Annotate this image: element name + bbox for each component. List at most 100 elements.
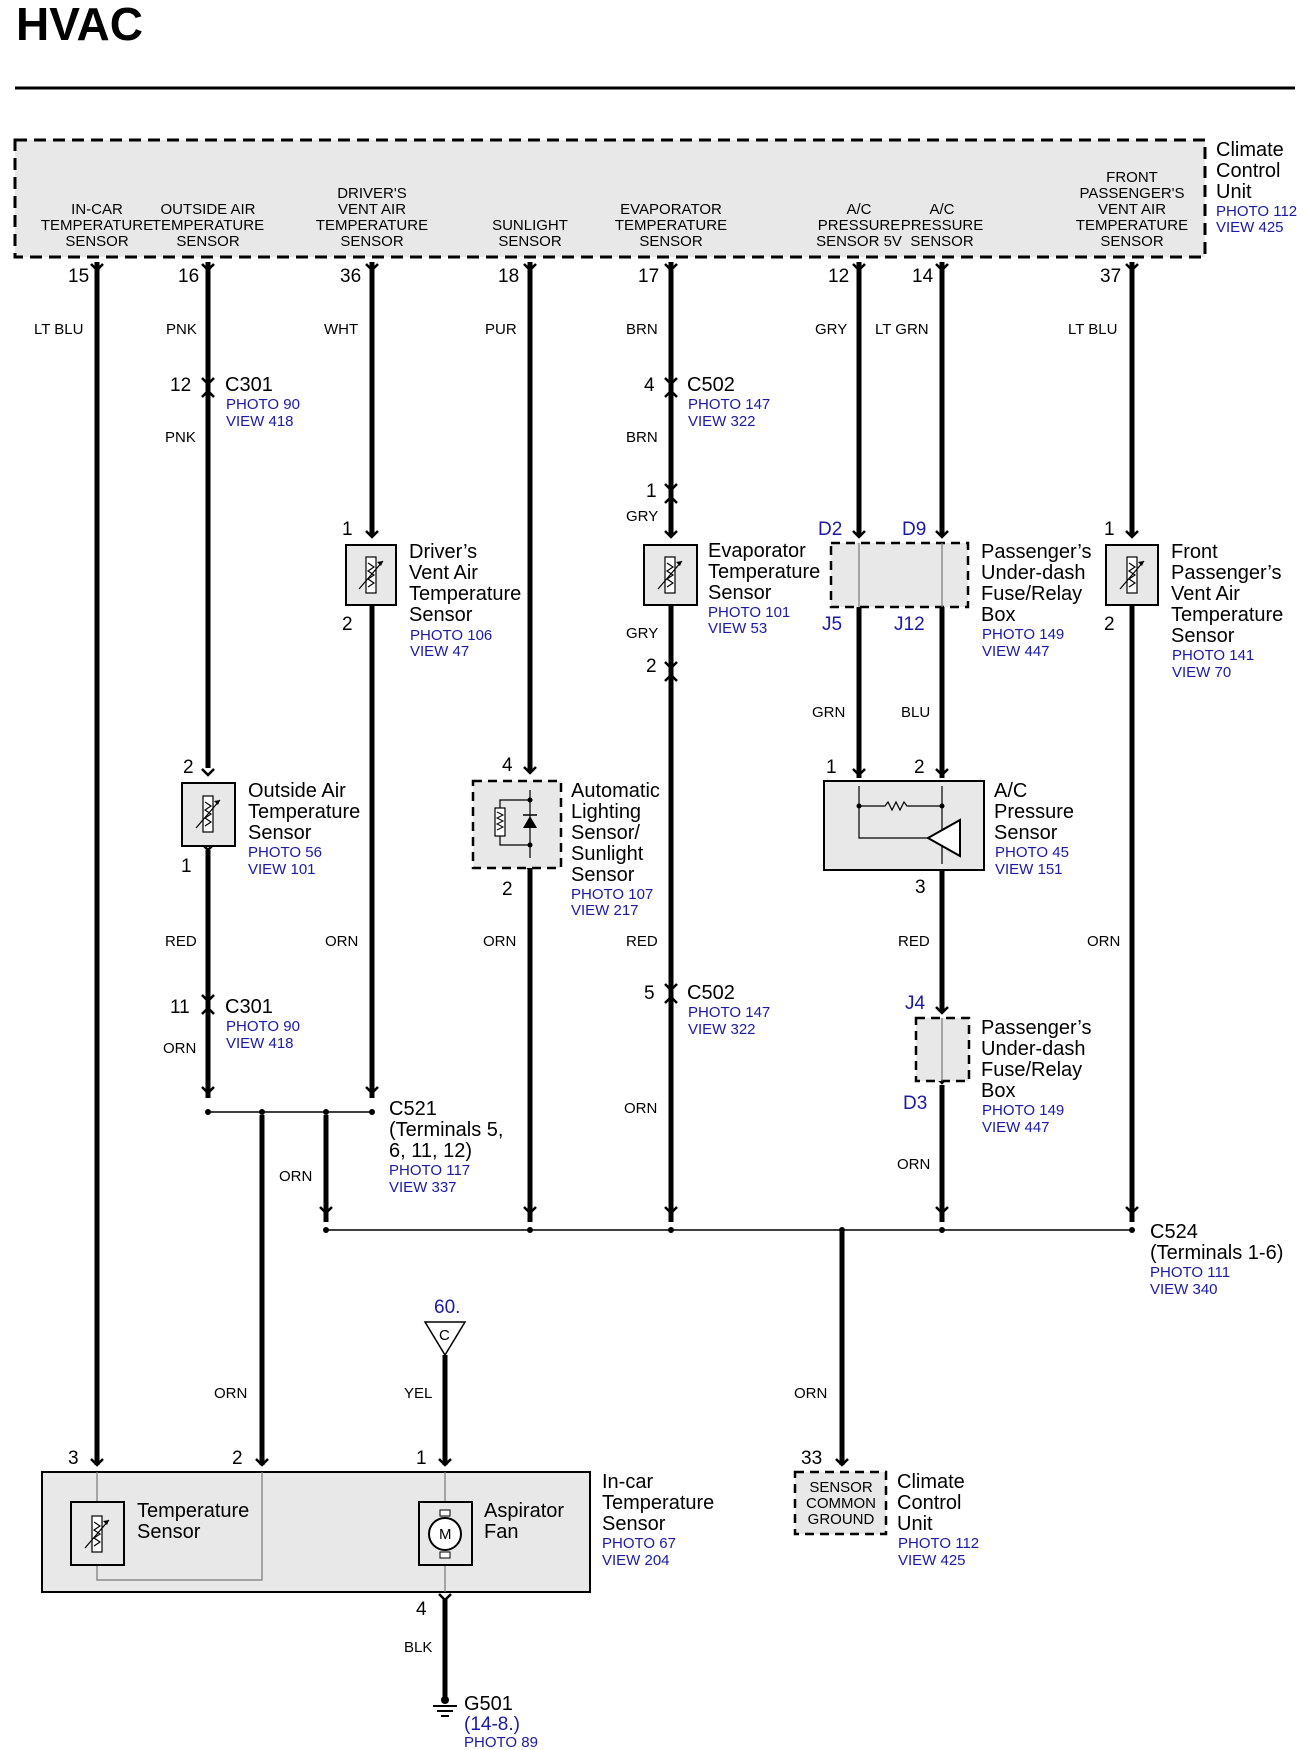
ac-pressure-view: VIEW 151 — [995, 861, 1063, 878]
evaporator-label-1: Evaporator — [708, 540, 806, 562]
thermistor-icon — [358, 556, 384, 594]
outside-air-view: VIEW 101 — [248, 861, 316, 878]
ccu-terminal-label: SENSOR — [1100, 233, 1164, 250]
incar-pin-2: 2 — [232, 1448, 243, 1469]
ccu-terminal-label: EVAPORATOR — [620, 201, 722, 218]
terminal-arrow — [935, 263, 949, 272]
c301-top-photo: PHOTO 90 — [226, 396, 300, 413]
terminal-arrow — [664, 530, 678, 539]
ccu-pin-number: 15 — [68, 266, 89, 287]
terminal-arrow — [664, 263, 678, 272]
fuse-bottom-label-1: Passenger’s — [981, 1017, 1091, 1039]
incar-wire-blk: BLK — [404, 1639, 432, 1656]
sunlight-photo: PHOTO 107 — [571, 886, 653, 903]
ccu-terminal-label: VENT AIR — [338, 201, 406, 218]
c521-terminals-2: 6, 11, 12) — [389, 1140, 472, 1162]
ccu-terminal-label: TEMPERATURE — [41, 217, 153, 234]
evaporator-photo: PHOTO 101 — [708, 604, 790, 621]
terminal-arrow — [90, 263, 104, 272]
drivers-vent-pin-2: 2 — [342, 614, 353, 635]
ccu-bottom-view: VIEW 425 — [898, 1552, 966, 1569]
evaporator-label-2: Temperature — [708, 561, 820, 583]
front-pass-view: VIEW 70 — [1172, 664, 1231, 681]
c502-bottom-view: VIEW 322 — [688, 1021, 756, 1038]
scg-line-2: COMMON — [806, 1495, 876, 1512]
ccu-bottom-label-1: Climate — [897, 1471, 965, 1493]
ccu-terminal-label: TEMPERATURE — [1076, 217, 1188, 234]
wire-color-label: BRN — [626, 321, 658, 338]
wire-color-label: PUR — [485, 321, 517, 338]
incar-temp-label-2: Sensor — [137, 1521, 201, 1543]
junction-dots — [205, 1109, 1135, 1233]
ccu-terminal-label: PRESSURE — [818, 217, 901, 234]
outside-air-wire: RED — [165, 933, 197, 950]
terminal-arrow — [365, 1086, 379, 1095]
incar-pin-1: 1 — [416, 1448, 427, 1469]
evaporator-label-3: Sensor — [708, 582, 772, 604]
fuse-top-label-2: Under-dash — [981, 562, 1086, 584]
ccu-terminal-label: TEMPERATURE — [152, 217, 264, 234]
terminal-arrow — [523, 263, 537, 272]
page-title: HVAC — [16, 0, 143, 50]
ccu-pin-number: 36 — [340, 266, 361, 287]
fuse-top-pin-d2: D2 — [818, 519, 842, 540]
wire-color-label: LT BLU — [1068, 321, 1117, 338]
ccu-terminal-label: SUNLIGHT — [492, 217, 568, 234]
evaporator-wire-below: GRY — [626, 625, 658, 642]
incar-pin-3: 3 — [68, 1448, 79, 1469]
front-pass-label-5: Sensor — [1171, 625, 1235, 647]
terminal-arrow — [201, 389, 215, 398]
terminal-arrow — [1125, 1206, 1139, 1215]
incar-pin-4: 4 — [416, 1599, 427, 1620]
c502-bottom-name: C502 — [687, 982, 735, 1004]
evaporator-c2-pin: 2 — [646, 656, 657, 677]
ccu-bottom-label-2: Control — [897, 1492, 961, 1514]
outside-air-label-2: Temperature — [248, 801, 360, 823]
terminal-arrow — [523, 766, 537, 775]
outside-air-pin-1: 1 — [181, 856, 192, 877]
c502-top-view: VIEW 322 — [688, 413, 756, 430]
ccu-pin-number: 18 — [498, 266, 519, 287]
incar-sensor-box — [41, 1471, 591, 1593]
ac-pressure-label-2: Pressure — [994, 801, 1074, 823]
terminal-arrow — [664, 995, 678, 1004]
evaporator-wire-orn: ORN — [624, 1100, 657, 1117]
fuse-top-pin-j12: J12 — [894, 614, 925, 635]
c301-bottom-view: VIEW 418 — [226, 1035, 294, 1052]
incar-label-1: In-car — [602, 1471, 653, 1493]
fuse-top-wire-grn: GRN — [812, 704, 845, 721]
c301-bottom-pin: 11 — [170, 997, 190, 1018]
ccu-pin-number: 12 — [828, 266, 849, 287]
motor-letter: M — [439, 1526, 452, 1543]
ccu-terminal-label: SENSOR 5V — [816, 233, 902, 250]
sunlight-label-3: Sensor/ — [571, 822, 640, 844]
incar-temp-label-1: Temperature — [137, 1500, 249, 1522]
ccu-terminal-label: SENSOR — [176, 233, 240, 250]
drivers-vent-view: VIEW 47 — [410, 643, 469, 660]
terminal-arrow — [365, 530, 379, 539]
fuse-bottom-wire: ORN — [897, 1156, 930, 1173]
front-pass-pin-2: 2 — [1104, 614, 1115, 635]
front-pass-label-2: Passenger’s — [1171, 562, 1281, 584]
ccu-terminal-label: A/C — [846, 201, 871, 218]
c524-view: VIEW 340 — [1150, 1281, 1218, 1298]
wire-color-label: WHT — [324, 321, 358, 338]
ccu-terminal-label: SENSOR — [65, 233, 129, 250]
pressure-amplifier-icon — [856, 786, 961, 864]
ccu-terminal-label: A/C — [929, 201, 954, 218]
c301-top-view: VIEW 418 — [226, 413, 294, 430]
incar-label-3: Sensor — [602, 1513, 666, 1535]
sunlight-label-4: Sunlight — [571, 843, 644, 865]
terminal-arrow — [523, 1206, 537, 1215]
fuse-top-label-4: Box — [981, 604, 1015, 626]
fuse-box-top — [829, 541, 970, 609]
front-pass-label-1: Front — [1171, 541, 1218, 563]
wire-color-label: LT BLU — [34, 321, 83, 338]
c301-top-pin: 12 — [170, 375, 191, 396]
fuse-bottom-view: VIEW 447 — [982, 1119, 1050, 1136]
aspirator-label-2: Fan — [484, 1521, 518, 1543]
front-pass-label-3: Vent Air — [1171, 583, 1240, 605]
c521-photo: PHOTO 117 — [389, 1162, 470, 1179]
c502-top-pin: 4 — [644, 375, 655, 396]
